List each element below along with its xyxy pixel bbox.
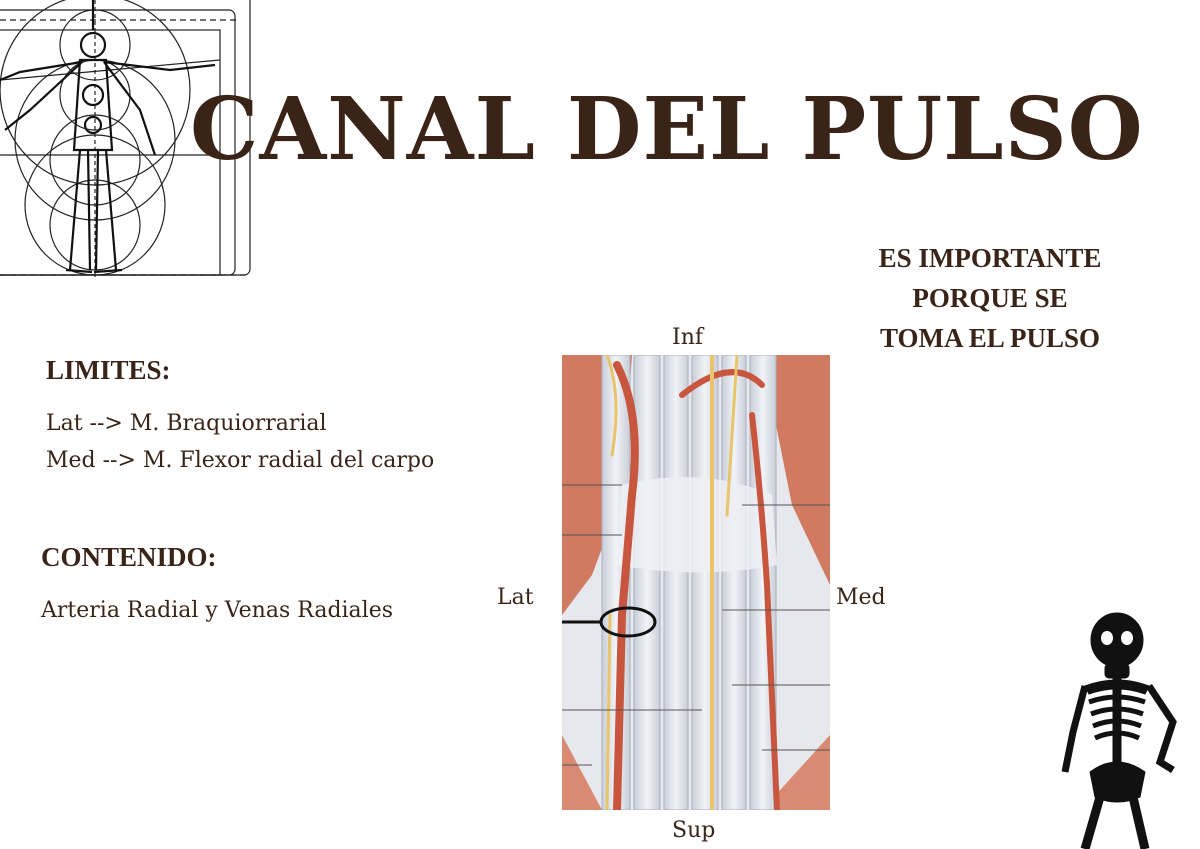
importance-note: ES IMPORTANTE PORQUE SE TOMA EL PULSO — [855, 238, 1125, 358]
limites-list: Lat --> M. Braquiorrarial Med --> M. Fle… — [46, 405, 434, 479]
diagram-label-right: Med — [836, 585, 886, 610]
diagram-label-bottom: Sup — [672, 818, 716, 843]
vitruvian-man-illustration — [0, 0, 251, 280]
contenido-text: Arteria Radial y Venas Radiales — [41, 598, 394, 623]
note-line: TOMA EL PULSO — [879, 323, 1101, 353]
note-line: ES IMPORTANTE — [878, 243, 1102, 273]
diagram-label-top: Inf — [672, 325, 704, 350]
diagram-label-left: Lat — [497, 585, 534, 610]
limite-lateral: Lat --> M. Braquiorrarial — [46, 411, 327, 436]
skeleton-illustration — [1061, 612, 1177, 849]
limite-medial: Med --> M. Flexor radial del carpo — [46, 448, 435, 473]
contenido-heading: CONTENIDO: — [41, 542, 217, 572]
page-title: CANAL DEL PULSO — [190, 79, 1144, 180]
wrist-anatomy-illustration — [562, 355, 830, 810]
radial-artery-marker — [562, 606, 657, 638]
limites-heading: LIMITES: — [46, 355, 171, 385]
note-line: PORQUE SE — [912, 283, 1068, 313]
